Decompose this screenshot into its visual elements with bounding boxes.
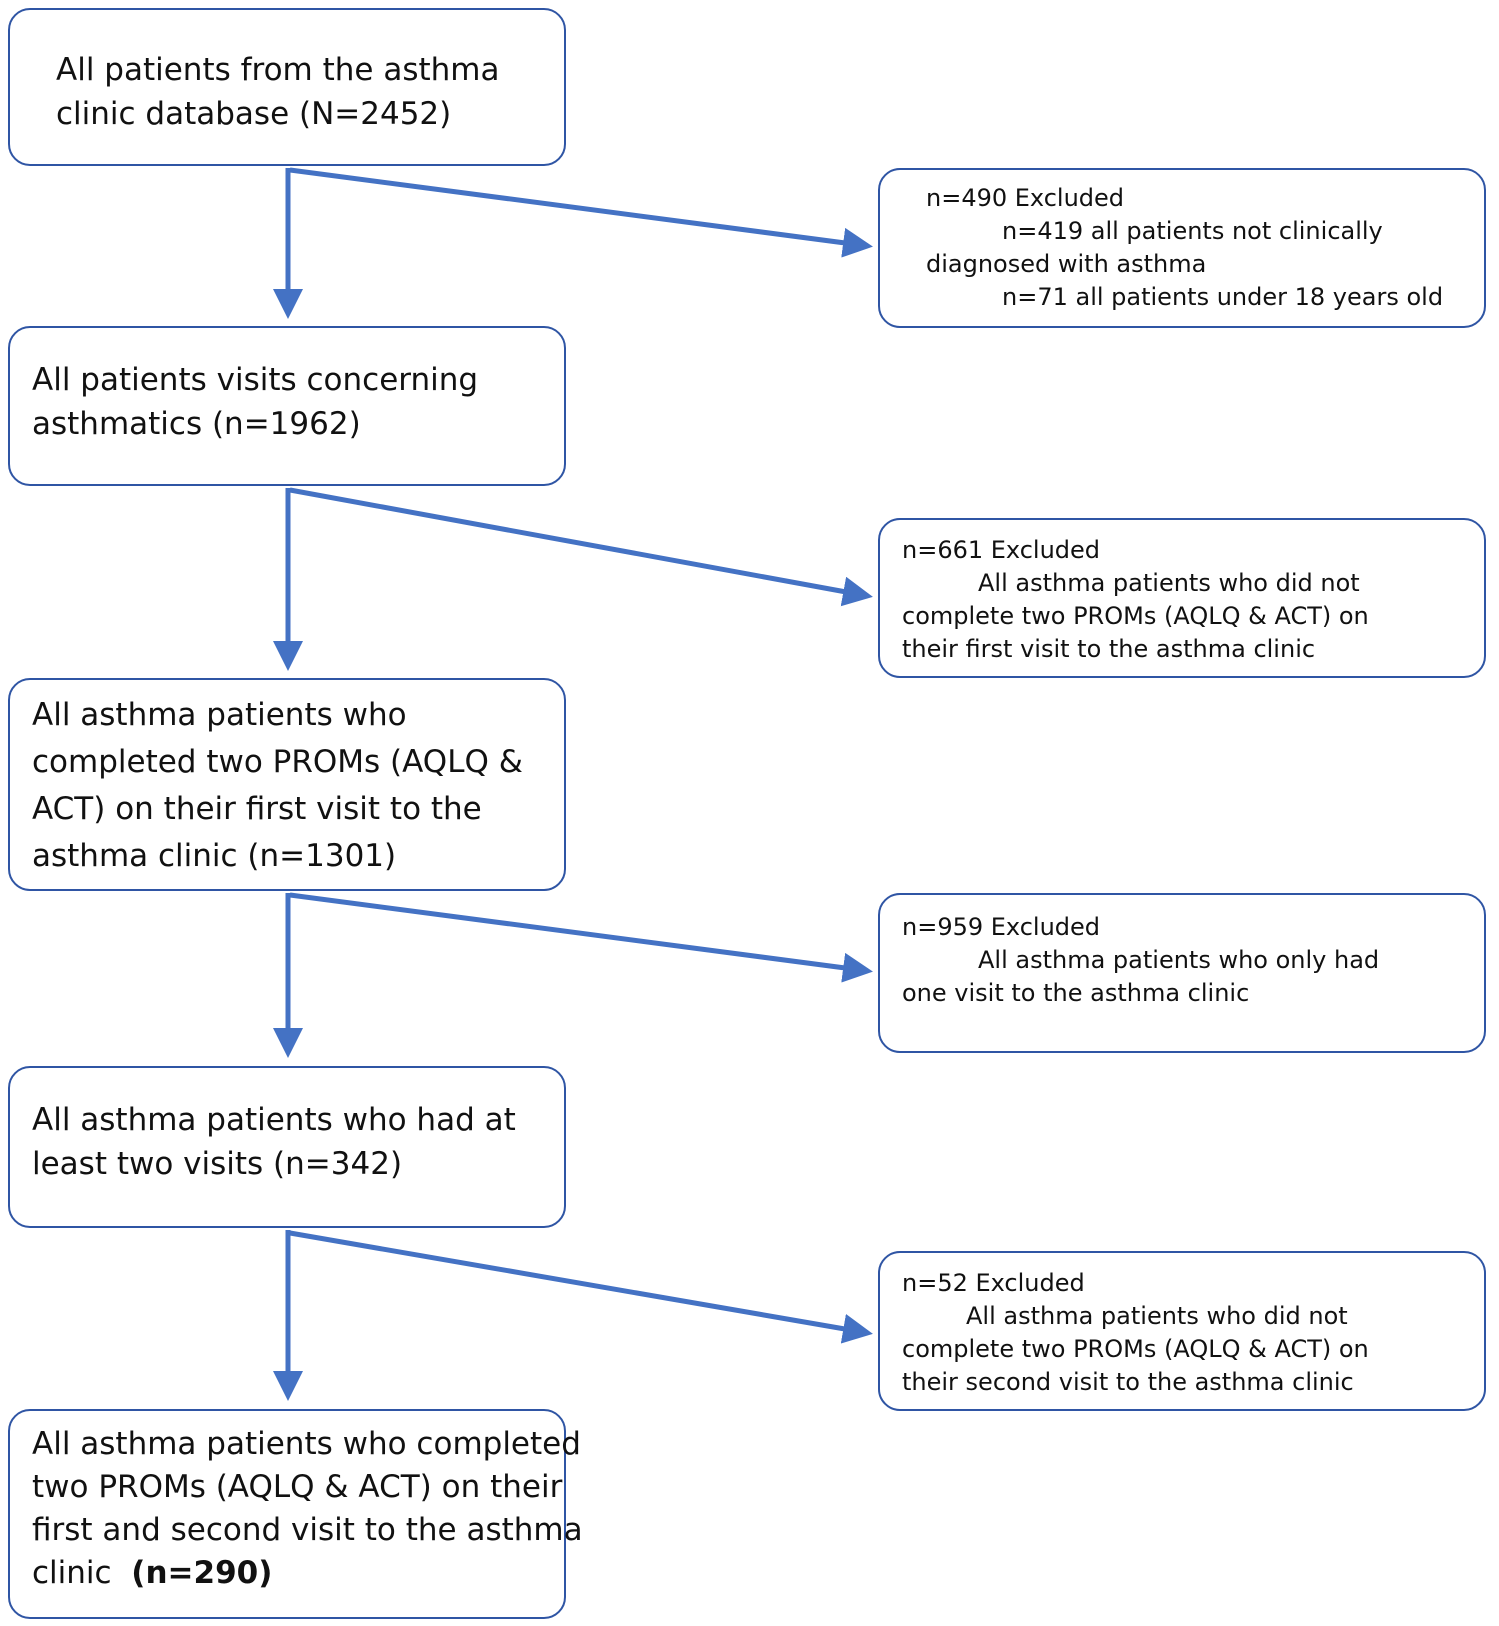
exclusion-2-title: n=661 Excluded: [902, 536, 1101, 564]
arrow-exclude-3: [289, 892, 873, 983]
exclusion-4-line-3: complete two PROMs (AQLQ & ACT) on: [902, 1335, 1369, 1363]
step-4-line-2: least two visits (n=342): [32, 1146, 403, 1182]
exclusion-4-line-2: All asthma patients who did not: [966, 1302, 1348, 1330]
arrow-exclude-2: [289, 487, 873, 607]
step-box-final-cohort: All asthma patients who completed two PR…: [8, 1409, 583, 1619]
step-5-line-4: clinic (n=290): [32, 1552, 564, 1595]
step-box-completed-first-visit: All asthma patients who completed two PR…: [8, 678, 566, 891]
exclusion-3-line-3: one visit to the asthma clinic: [902, 979, 1250, 1007]
arrow-exclude-4: [289, 1230, 873, 1344]
step-3-line-1: All asthma patients who: [32, 697, 407, 733]
exclusion-4-title: n=52 Excluded: [902, 1269, 1085, 1297]
exclusion-box-2: n=661 Excluded All asthma patients who d…: [878, 518, 1486, 678]
step-5-line-3: first and second visit to the asthma: [32, 1512, 583, 1548]
step-2-line-1: All patients visits concerning: [32, 362, 479, 398]
step-box-two-visits: All asthma patients who had at least two…: [8, 1066, 566, 1228]
step-box-all-patients: All patients from the asthma clinic data…: [8, 8, 566, 166]
exclusion-2-line-3: complete two PROMs (AQLQ & ACT) on: [902, 602, 1369, 630]
exclusion-3-title: n=959 Excluded: [902, 913, 1101, 941]
exclusion-1-title: n=490 Excluded: [926, 184, 1125, 212]
exclusion-box-3: n=959 Excluded All asthma patients who o…: [878, 893, 1486, 1053]
step-3-line-4: asthma clinic (n=1301): [32, 838, 397, 874]
exclusion-1-line-4: n=71 all patients under 18 years old: [1002, 283, 1444, 311]
step-5-last-prefix: clinic: [32, 1555, 112, 1591]
step-5-line-1: All asthma patients who completed: [32, 1426, 581, 1462]
exclusion-2-line-2: All asthma patients who did not: [978, 569, 1360, 597]
final-count: (n=290): [131, 1555, 273, 1591]
step-3-line-3: ACT) on their first visit to the: [32, 791, 482, 827]
exclusion-1-line-3: diagnosed with asthma: [926, 250, 1207, 278]
step-1-line-2: clinic database (N=2452): [56, 96, 452, 132]
step-5-line-2: two PROMs (AQLQ & ACT) on their: [32, 1469, 563, 1505]
step-1-line-1: All patients from the asthma: [56, 52, 500, 88]
exclusion-4-line-4: their second visit to the asthma clinic: [902, 1368, 1354, 1396]
exclusion-box-4: n=52 Excluded All asthma patients who di…: [878, 1251, 1486, 1411]
exclusion-1-line-2: n=419 all patients not clinically: [1002, 217, 1383, 245]
step-2-line-2: asthmatics (n=1962): [32, 406, 361, 442]
step-3-line-2: completed two PROMs (AQLQ &: [32, 744, 523, 780]
step-box-asthmatic-visits: All patients visits concerning asthmatic…: [8, 326, 566, 486]
exclusion-box-1: n=490 Excluded n=419 all patients not cl…: [878, 168, 1486, 328]
exclusion-3-line-2: All asthma patients who only had: [978, 946, 1380, 974]
arrow-exclude-1: [289, 167, 873, 258]
exclusion-2-line-4: their first visit to the asthma clinic: [902, 635, 1316, 663]
step-4-line-1: All asthma patients who had at: [32, 1102, 516, 1138]
